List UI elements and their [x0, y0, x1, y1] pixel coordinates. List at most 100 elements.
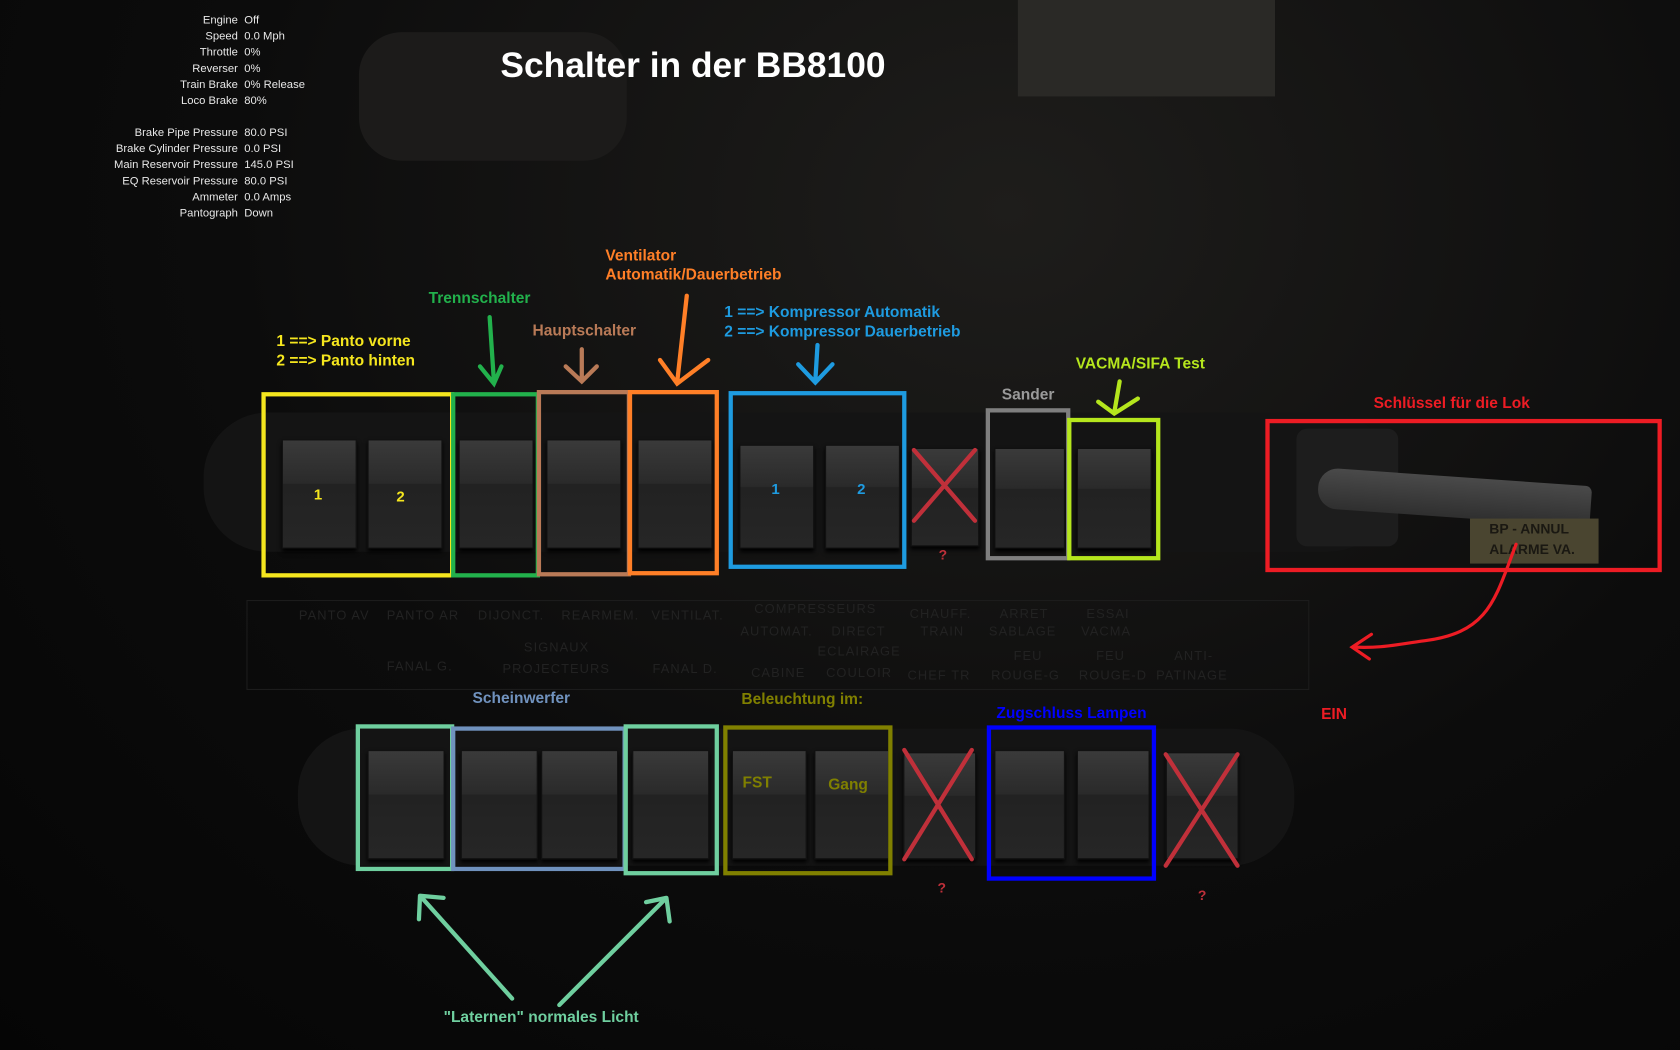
- plate-text: VACMA: [1081, 623, 1132, 639]
- plate-text: AUTOMAT.: [740, 623, 813, 639]
- switch-beleuchtung-fst[interactable]: [731, 750, 807, 860]
- label-line: Ventilator: [605, 247, 677, 265]
- hud-key: Reverser: [192, 62, 238, 76]
- hud-row: Ammeter 0.0 Amps: [64, 190, 305, 206]
- hud-value: Down: [244, 206, 274, 220]
- plate-text: ESSAI: [1086, 606, 1130, 622]
- label-gang: Gang: [828, 776, 868, 794]
- hud-value: 0%: [244, 62, 261, 76]
- hud-value: 80%: [244, 94, 267, 108]
- plate-text: SIGNAUX: [523, 639, 590, 655]
- switch-laterne-links[interactable]: [367, 750, 445, 860]
- plate-text: PROJECTEURS: [502, 661, 611, 677]
- plate-text: ROUGE-G: [991, 667, 1061, 683]
- plate-text: ECLAIRAGE: [817, 643, 901, 659]
- arrow-key: [1349, 542, 1518, 661]
- cab-background-shape: [358, 32, 627, 161]
- hud-row: Reverser 0%: [64, 61, 305, 77]
- sticker-line: ALARME VA.: [1489, 541, 1575, 558]
- cab-background-plate: [1017, 0, 1276, 97]
- hud-key: EQ Reservoir Pressure: [122, 174, 238, 188]
- highlight-beleuchtung: [723, 725, 893, 876]
- french-label-plate: PANTO AV PANTO AR DIJONCT. REARMEM. VENT…: [246, 600, 1310, 691]
- plate-text: ARRET: [999, 606, 1049, 622]
- label-ein: EIN: [1321, 706, 1347, 724]
- hud-row: Loco Brake 80%: [64, 93, 305, 109]
- highlight-vacma: [1067, 417, 1161, 561]
- switch-zugschluss-1[interactable]: [994, 750, 1066, 860]
- label-line: 2 ==> Kompressor Dauerbetrieb: [724, 323, 961, 341]
- switch-ventilator[interactable]: [637, 439, 713, 549]
- label-key: Schlüssel für die Lok: [1373, 395, 1530, 413]
- switch-scheinwerfer-2[interactable]: [541, 750, 619, 860]
- hud-key: Train Brake: [180, 78, 238, 92]
- hud-value: 0.0 Amps: [244, 190, 292, 204]
- plate-text: TRAIN: [920, 623, 965, 639]
- hud-value: Off: [244, 13, 260, 27]
- arrow-hauptschalter: [563, 347, 599, 385]
- switch-scheinwerfer-1[interactable]: [460, 750, 538, 860]
- switch-laterne-rechts[interactable]: [632, 750, 710, 860]
- highlight-ventilator: [627, 390, 719, 576]
- label-scheinwerfer: Scheinwerfer: [472, 690, 571, 708]
- switch-zugschluss-2[interactable]: [1076, 750, 1150, 860]
- unknown-marker: ?: [938, 546, 948, 563]
- cross-unknown-2-icon: [902, 747, 974, 862]
- hud-key: Pantograph: [179, 206, 238, 220]
- sticker-line: BP - ANNUL: [1489, 520, 1569, 537]
- label-line: Automatik/Dauerbetrieb: [605, 266, 782, 284]
- arrow-laterne-rechts: [557, 895, 672, 1008]
- plate-text: FANAL G.: [386, 658, 453, 674]
- label-sander: Sander: [1001, 386, 1055, 404]
- label-line: 2 ==> Panto hinten: [276, 352, 415, 370]
- switch-vacma-test[interactable]: [1076, 447, 1152, 549]
- plate-text: FANAL D.: [652, 661, 718, 677]
- switch-beleuchtung-gang[interactable]: [814, 750, 890, 860]
- page-title: Schalter in der BB8100: [500, 45, 886, 85]
- plate-text: PANTO AR: [386, 607, 460, 623]
- plate-text: COMPRESSEURS: [754, 601, 877, 617]
- switch-kompressor-2[interactable]: [825, 444, 901, 549]
- label-beleuchtung: Beleuchtung im:: [741, 691, 864, 709]
- label-fst: FST: [742, 774, 772, 792]
- switch-panto-1[interactable]: [281, 439, 357, 549]
- arrow-ventilator: [657, 293, 711, 387]
- plate-text: REARMEM.: [561, 607, 640, 623]
- hud-value: 0%: [244, 46, 261, 59]
- hud-value: 80.0 PSI: [244, 126, 288, 140]
- label-laternen: "Laternen" normales Licht: [443, 1009, 639, 1027]
- switch-number: 2: [857, 480, 866, 498]
- cross-unknown-3-icon: [1163, 752, 1240, 868]
- switch-sander[interactable]: [994, 447, 1066, 549]
- plate-text: VENTILAT.: [651, 607, 724, 623]
- plate-text: ANTI-: [1174, 648, 1214, 664]
- switch-hauptschalter[interactable]: [546, 439, 622, 549]
- plate-text: COULOIR: [826, 665, 893, 681]
- hud-key: Loco Brake: [180, 94, 238, 108]
- switch-kompressor-1[interactable]: [739, 444, 815, 549]
- highlight-zugschluss: [986, 725, 1157, 881]
- unknown-marker: ?: [937, 879, 947, 896]
- switch-trennschalter[interactable]: [458, 439, 534, 549]
- switch-number: 1: [313, 485, 323, 503]
- plate-text: CABINE: [751, 665, 806, 681]
- plate-text: FEU: [1096, 648, 1126, 664]
- label-trennschalter: Trennschalter: [428, 290, 531, 308]
- hud-key: Ammeter: [192, 190, 238, 204]
- plate-text: FEU: [1013, 648, 1043, 664]
- plate-text: DIJONCT.: [477, 607, 545, 623]
- plate-text: PANTO AV: [298, 607, 370, 623]
- switch-panto-2[interactable]: [367, 439, 443, 549]
- switch-unknown-1[interactable]: [910, 447, 980, 547]
- plate-text: ROUGE-D: [1078, 667, 1148, 683]
- label-vacma: VACMA/SIFA Test: [1075, 355, 1205, 373]
